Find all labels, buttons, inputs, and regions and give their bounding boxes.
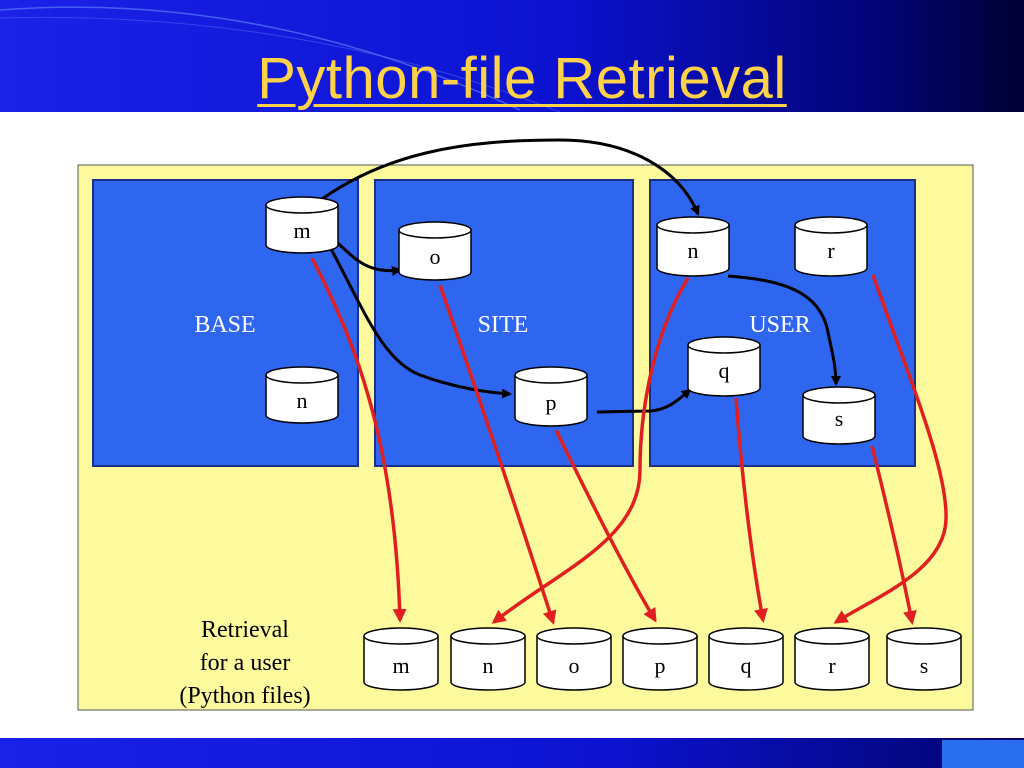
arrow-site-p-to-user-q xyxy=(596,388,692,414)
cylinder-label: o xyxy=(569,653,580,678)
cylinder-site-o: o xyxy=(398,221,472,281)
cylinder-label: r xyxy=(827,238,835,263)
cylinder-user-s: s xyxy=(802,386,876,445)
cylinder-label: s xyxy=(920,653,929,678)
cylinder-label: n xyxy=(297,388,308,413)
group-label-user: USER xyxy=(749,312,810,338)
red-arrow-n xyxy=(491,277,690,624)
cylinder-label: q xyxy=(719,358,730,383)
title-swoosh-decoration xyxy=(0,6,561,113)
red-arrow-p xyxy=(554,429,657,623)
cylinder-base-n: n xyxy=(265,366,339,424)
cylinder-base-m: m xyxy=(265,196,339,254)
retrieval-label-line-1: Retrieval xyxy=(201,617,289,643)
arrow-user-n-to-user-s xyxy=(727,274,841,386)
cylinder-label: r xyxy=(828,653,836,678)
retrieval-cylinder-s: s xyxy=(886,627,962,691)
retrieval-label-line-3: (Python files) xyxy=(179,683,310,709)
cylinder-user-r: r xyxy=(794,216,868,277)
footer-bar xyxy=(0,738,1024,768)
cylinder-label: m xyxy=(392,653,409,678)
cylinder-label: s xyxy=(835,406,844,431)
cylinder-label: q xyxy=(741,653,752,678)
group-label-base: BASE xyxy=(194,312,255,338)
cylinder-label: n xyxy=(688,238,699,263)
retrieval-label-line-2: for a user xyxy=(200,650,291,676)
retrieval-cylinder-o: o xyxy=(536,627,612,691)
red-arrows xyxy=(310,257,948,625)
red-arrow-s xyxy=(870,445,917,625)
cylinder-label: m xyxy=(293,218,310,243)
cylinder-user-n: n xyxy=(656,216,730,277)
retrieval-cylinder-m: m xyxy=(363,627,439,691)
group-label-site: SITE xyxy=(478,312,529,338)
retrieval-cylinder-r: r xyxy=(794,627,870,691)
cylinder-site-p: p xyxy=(514,366,588,427)
retrieval-cylinder-p: p xyxy=(622,627,698,691)
arrow-base-m-to-user-n xyxy=(304,138,700,216)
slide-title: Python-file Retrieval xyxy=(257,46,787,111)
cylinder-label: p xyxy=(546,390,557,415)
red-arrow-o xyxy=(438,284,557,625)
red-arrow-q xyxy=(734,397,768,623)
cylinder-label: o xyxy=(430,244,441,269)
retrieval-cylinder-q: q xyxy=(708,627,784,691)
red-arrow-m xyxy=(310,257,407,623)
footer-accent-box xyxy=(942,740,1024,768)
cylinder-label: p xyxy=(655,653,666,678)
red-arrow-r xyxy=(833,274,948,624)
cylinder-label: n xyxy=(483,653,494,678)
retrieval-cylinder-n: n xyxy=(450,627,526,691)
cylinder-user-q: q xyxy=(687,336,761,397)
